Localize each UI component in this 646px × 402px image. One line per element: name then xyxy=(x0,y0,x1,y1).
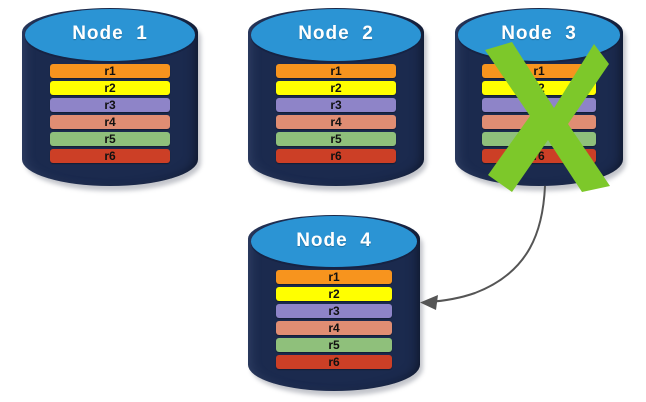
node-3-rows: r1 r2 r3 r4 r5 r6 xyxy=(455,64,623,163)
node-2-row-r4[interactable]: r4 xyxy=(276,115,396,129)
node-4-row-r3[interactable]: r3 xyxy=(275,304,393,318)
node-3-cylinder[interactable]: Node 3 r1 r2 r3 r4 r5 r6 xyxy=(455,8,626,191)
node-2-row-r1[interactable]: r1 xyxy=(276,64,396,78)
node-4-row-r6[interactable]: r6 xyxy=(275,355,393,369)
node-3-row-r5[interactable]: r5 xyxy=(481,132,597,146)
node-1-rows: r1 r2 r3 r4 r5 r6 xyxy=(22,64,198,163)
node-2-row-r2[interactable]: r2 xyxy=(276,81,396,95)
node-4-row-r4[interactable]: r4 xyxy=(275,321,393,335)
node-3-row-r1[interactable]: r1 xyxy=(481,64,597,78)
node-4-rows: r1 r2 r3 r4 r5 r6 xyxy=(248,270,420,369)
node-1-row-r3[interactable]: r3 xyxy=(50,98,170,112)
node-1-row-r2[interactable]: r2 xyxy=(50,81,170,95)
node-3-row-r2[interactable]: r2 xyxy=(481,81,597,95)
node-3-top-ellipse xyxy=(457,9,621,61)
node-1-row-r4[interactable]: r4 xyxy=(50,115,170,129)
replication-arrow-path xyxy=(427,185,546,303)
node-4-row-r5[interactable]: r5 xyxy=(275,338,393,352)
node-3-row-r6[interactable]: r6 xyxy=(481,149,597,163)
node-3-row-r4[interactable]: r4 xyxy=(481,115,597,129)
node-1-cylinder[interactable]: Node 1 r1 r2 r3 r4 r5 r6 xyxy=(22,8,201,191)
node-1-top-ellipse xyxy=(24,9,196,61)
node-2-top-ellipse xyxy=(250,9,422,61)
node-2-rows: r1 r2 r3 r4 r5 r6 xyxy=(248,64,424,163)
node-4-top-ellipse xyxy=(250,216,418,268)
node-4-row-r1[interactable]: r1 xyxy=(275,270,393,284)
node-1-row-r1[interactable]: r1 xyxy=(50,64,170,78)
node-4-row-r2[interactable]: r2 xyxy=(275,287,393,301)
node-3-row-r3[interactable]: r3 xyxy=(481,98,597,112)
node-2-row-r3[interactable]: r3 xyxy=(276,98,396,112)
node-1-row-r6[interactable]: r6 xyxy=(50,149,170,163)
node-4-cylinder[interactable]: Node 4 r1 r2 r3 r4 r5 r6 xyxy=(248,215,423,396)
node-2-cylinder[interactable]: Node 2 r1 r2 r3 r4 r5 r6 xyxy=(248,8,427,191)
node-2-row-r5[interactable]: r5 xyxy=(276,132,396,146)
node-1-row-r5[interactable]: r5 xyxy=(50,132,170,146)
node-2-row-r6[interactable]: r6 xyxy=(276,149,396,163)
